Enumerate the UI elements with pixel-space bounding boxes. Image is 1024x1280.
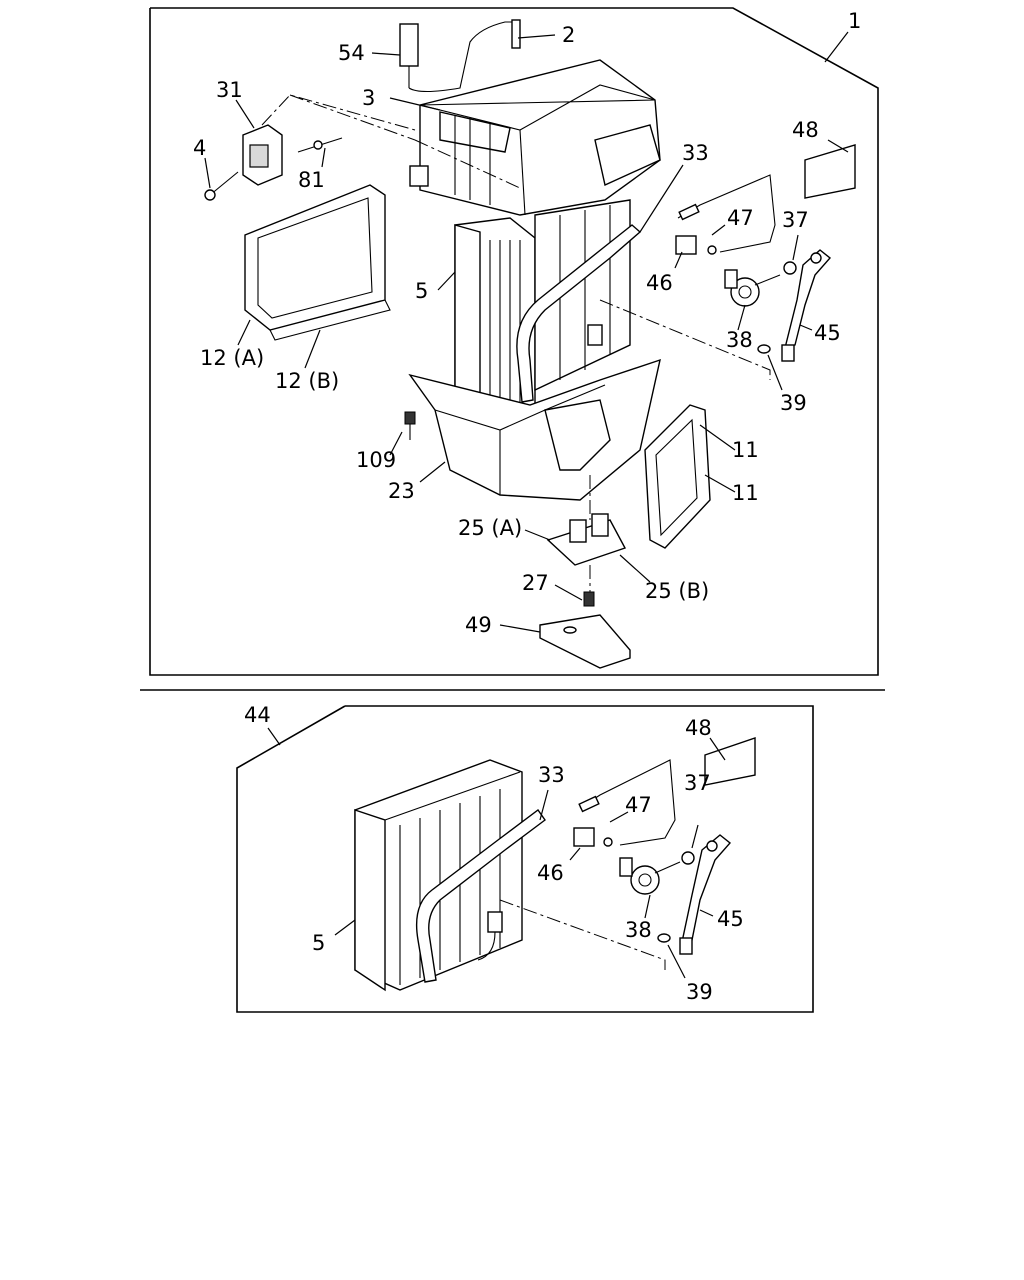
callout-38-lower: 38 — [625, 918, 652, 942]
callout-47-lower: 47 — [625, 793, 652, 817]
clip-81 — [297, 137, 343, 153]
pipe-33-upper — [516, 224, 642, 403]
callout-12b: 12 (B) — [275, 369, 339, 393]
pad-49 — [539, 614, 631, 669]
callout-5: 5 — [415, 279, 428, 303]
gasket-11 — [644, 404, 711, 549]
callout-39: 39 — [780, 391, 807, 415]
callout-47: 47 — [727, 206, 754, 230]
callout-46: 46 — [646, 271, 673, 295]
callout-3: 3 — [362, 86, 375, 110]
callout-49: 49 — [465, 613, 492, 637]
callout-5-lower: 5 — [312, 931, 325, 955]
callout-48-lower: 48 — [685, 716, 712, 740]
callout-33: 33 — [682, 141, 709, 165]
bolt-109 — [404, 411, 416, 440]
callout-1: 1 — [848, 9, 861, 33]
callout-33-lower: 33 — [538, 763, 565, 787]
lower-callouts: 44 48 33 47 37 46 5 38 45 39 — [244, 703, 744, 1004]
lower-leader-lines — [267, 727, 726, 979]
callout-2: 2 — [562, 23, 575, 47]
evaporator-core-lower — [354, 759, 523, 992]
callout-45: 45 — [814, 321, 841, 345]
resistor-31 — [242, 124, 283, 186]
callout-11a: 11 — [732, 438, 759, 462]
callout-44: 44 — [244, 703, 271, 727]
callout-11b: 11 — [732, 481, 759, 505]
sensor-54 — [399, 19, 521, 93]
label-48-lower — [704, 737, 756, 786]
callout-48: 48 — [792, 118, 819, 142]
label-48-upper — [804, 144, 856, 199]
callout-37-lower: 37 — [684, 771, 711, 795]
expansion-valve-lower — [573, 759, 732, 955]
callout-46-lower: 46 — [537, 861, 564, 885]
screw-4 — [204, 171, 239, 201]
callout-38: 38 — [726, 328, 753, 352]
upper-callouts: 1 2 54 3 31 4 81 33 48 47 37 46 5 38 45 … — [193, 9, 861, 637]
lower-assembly-frame — [236, 705, 814, 1013]
evaporator-case-lower — [408, 358, 661, 501]
expansion-valve-upper — [675, 174, 832, 362]
drain-25 — [546, 513, 627, 566]
screw-27 — [583, 591, 595, 607]
callout-31: 31 — [216, 78, 243, 102]
upper-leader-lines — [204, 31, 849, 633]
callout-45-lower: 45 — [717, 907, 744, 931]
upper-axis-lines — [261, 94, 771, 592]
evaporator-case-upper — [409, 59, 661, 216]
callout-37: 37 — [782, 208, 809, 232]
callout-27: 27 — [522, 571, 549, 595]
callout-54: 54 — [338, 41, 365, 65]
callout-23: 23 — [388, 479, 415, 503]
lower-axis-lines — [499, 899, 666, 970]
callout-25a: 25 (A) — [458, 516, 522, 540]
callout-109: 109 — [356, 448, 396, 472]
upper-assembly-frame — [149, 7, 879, 676]
callout-4: 4 — [193, 136, 206, 160]
callout-12a: 12 (A) — [200, 346, 264, 370]
callout-81: 81 — [298, 168, 325, 192]
gasket-12 — [244, 184, 391, 341]
callout-39-lower: 39 — [686, 980, 713, 1004]
callout-25b: 25 (B) — [645, 579, 709, 603]
pipe-33-lower — [415, 809, 546, 983]
